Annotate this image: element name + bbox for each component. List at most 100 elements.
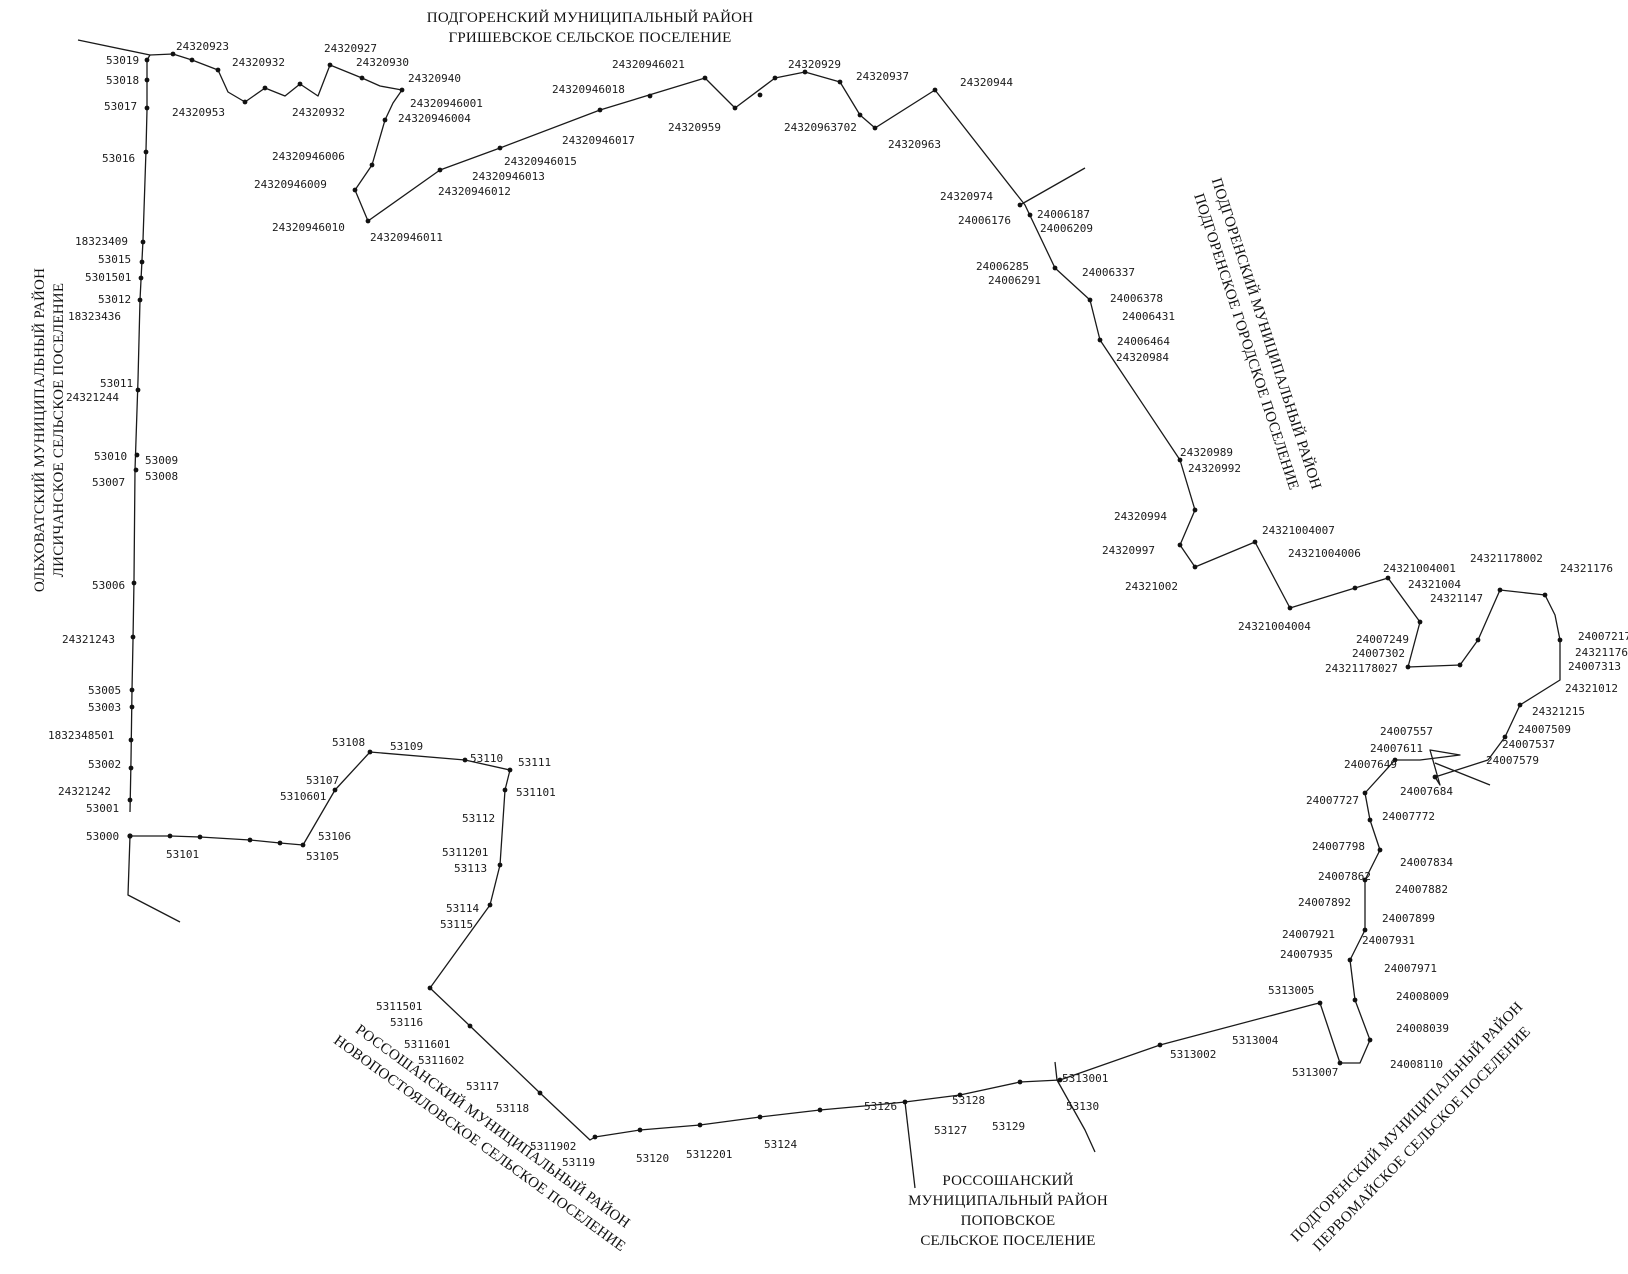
point-label: 53113 <box>454 862 487 875</box>
point-label: 24320946015 <box>504 155 577 168</box>
point-label: 5313007 <box>1292 1066 1338 1079</box>
point-label: 24320932 <box>232 56 285 69</box>
point-label: 24006464 <box>1117 335 1170 348</box>
point-label: 53016 <box>102 152 135 165</box>
point-label: 53008 <box>145 470 178 483</box>
point-label: 53110 <box>470 752 503 765</box>
point-label: 24006176 <box>958 214 1011 227</box>
region-subtitle-novopostoyalovskoe: НОВОПОСТОЯЛОВСКОЕ СЕЛЬСКОЕ ПОСЕЛЕНИЕ <box>330 1033 628 1255</box>
branch-stub <box>127 835 181 923</box>
point-label: 24007579 <box>1486 754 1539 767</box>
point-label: 24320963702 <box>784 121 857 134</box>
point-label: 24006187 <box>1037 208 1090 221</box>
point-label: 24006285 <box>976 260 1029 273</box>
point-label: 24006378 <box>1110 292 1163 305</box>
point-label: 24007302 <box>1352 647 1405 660</box>
point-label: 5311601 <box>404 1038 450 1051</box>
point-label: 53126 <box>864 1100 897 1113</box>
point-label: 24320929 <box>788 58 841 71</box>
point-label: 24008039 <box>1396 1022 1449 1035</box>
point-label: 24320984 <box>1116 351 1169 364</box>
point-label: 5310601 <box>280 790 326 803</box>
point-label: 53111 <box>518 756 551 769</box>
point-label: 24320927 <box>324 42 377 55</box>
point-label: 24320946010 <box>272 221 345 234</box>
region-title-popovskoe-1: РОССОШАНСКИЙ <box>942 1172 1073 1189</box>
point-labels: 53019 53018 53017 53016 18323409 53015 5… <box>48 40 1628 1169</box>
region-title-pervomayskoe: ПОДГОРЕНСКИЙ МУНИЦИПАЛЬНЫЙ РАЙОН <box>1287 999 1526 1246</box>
point-label: 24321178002 <box>1470 552 1543 565</box>
point-label: 24320946012 <box>438 185 511 198</box>
point-label: 24007313 <box>1568 660 1621 673</box>
point-label: 53001 <box>86 802 119 815</box>
point-label: 5311201 <box>442 846 488 859</box>
point-label: 53116 <box>390 1016 423 1029</box>
point-label: 24321004 <box>1408 578 1461 591</box>
point-label: 53107 <box>306 774 339 787</box>
point-label: 24321243 <box>62 633 115 646</box>
point-label: 5313005 <box>1268 984 1314 997</box>
point-label: 24006291 <box>988 274 1041 287</box>
point-label: 5312201 <box>686 1148 732 1161</box>
branch-stub <box>904 1101 916 1189</box>
point-label: 53106 <box>318 830 351 843</box>
point-label: 24321004007 <box>1262 524 1335 537</box>
point-label: 24320937 <box>856 70 909 83</box>
point-label: 24320940 <box>408 72 461 85</box>
point-label: 24006209 <box>1040 222 1093 235</box>
markers <box>127 51 1563 1140</box>
point-label: 24321215 <box>1532 705 1585 718</box>
region-title-popovskoe-2: МУНИЦИПАЛЬНЫЙ РАЙОН <box>908 1192 1108 1209</box>
point-label: 24007649 <box>1344 758 1397 771</box>
boundary-line-south <box>130 751 1021 1141</box>
point-label: 18323409 <box>75 235 128 248</box>
point-label: 53006 <box>92 579 125 592</box>
point-label: 24321147 <box>1430 592 1483 605</box>
region-title-grishevskoe: ПОДГОРЕНСКИЙ МУНИЦИПАЛЬНЫЙ РАЙОН <box>427 9 753 26</box>
point-label: 53011 <box>100 377 133 390</box>
point-label: 53018 <box>106 74 139 87</box>
point-label: 53000 <box>86 830 119 843</box>
point-label: 53019 <box>106 54 139 67</box>
point-label: 24007537 <box>1502 738 1555 751</box>
point-label: 5313001 <box>1062 1072 1108 1085</box>
point-label: 53017 <box>104 100 137 113</box>
point-label: 53101 <box>166 848 199 861</box>
branch-stub <box>1054 1061 1058 1081</box>
point-label: 53115 <box>440 918 473 931</box>
point-label: 53109 <box>390 740 423 753</box>
point-label: 24320946009 <box>254 178 327 191</box>
region-subtitle-grishevskoe: ГРИШЕВСКОЕ СЕЛЬСКОЕ ПОСЕЛЕНИЕ <box>448 30 731 46</box>
boundary-line-west <box>77 39 151 813</box>
point-label: 53009 <box>145 454 178 467</box>
point-label: 24007971 <box>1384 962 1437 975</box>
point-label: 53015 <box>98 253 131 266</box>
point-label: 24320946018 <box>552 83 625 96</box>
point-label: 24321004004 <box>1238 620 1311 633</box>
point-label: 24006337 <box>1082 266 1135 279</box>
point-label: 53002 <box>88 758 121 771</box>
point-label: 24320946021 <box>612 58 685 71</box>
point-label: 24321002 <box>1125 580 1178 593</box>
region-title-podgorensky-gorodskoe: ПОДГОРЕНСКИЙ МУНИЦИПАЛЬНЫЙ РАЙОН <box>1208 176 1325 492</box>
point-label: 53005 <box>88 684 121 697</box>
point-label: 24321176 <box>1575 646 1628 659</box>
point-label: 53128 <box>952 1094 985 1107</box>
point-label: 24320932 <box>292 106 345 119</box>
point-label: 53127 <box>934 1124 967 1137</box>
point-label: 24320930 <box>356 56 409 69</box>
point-label: 5311602 <box>418 1054 464 1067</box>
point-label: 24320923 <box>176 40 229 53</box>
point-label: 24007834 <box>1400 856 1453 869</box>
point-label: 53108 <box>332 736 365 749</box>
branch-stub <box>1434 762 1491 786</box>
point-label: 24007899 <box>1382 912 1435 925</box>
point-label: 53105 <box>306 850 339 863</box>
point-label: 24007509 <box>1518 723 1571 736</box>
point-label: 24007892 <box>1298 896 1351 909</box>
point-label: 24320946004 <box>398 112 471 125</box>
point-label: 1832348501 <box>48 729 114 742</box>
point-label: 24320946011 <box>370 231 443 244</box>
point-label: 53117 <box>466 1080 499 1093</box>
